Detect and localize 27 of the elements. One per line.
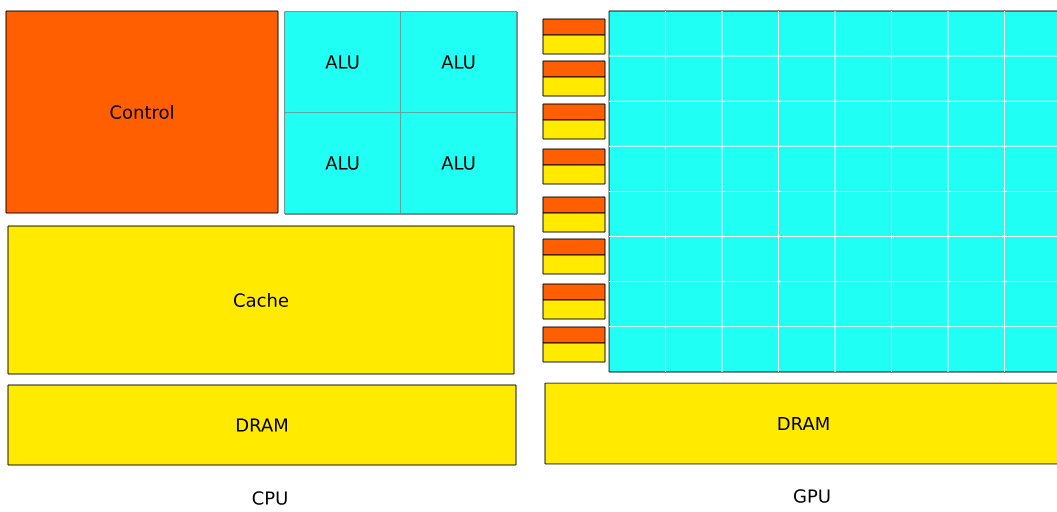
control-box: [542, 18, 606, 36]
control-box: [542, 283, 606, 301]
core-grid: [608, 10, 1057, 373]
control-box: Control: [5, 10, 279, 214]
control-box: [542, 196, 606, 214]
control-box: [542, 238, 606, 256]
cache-box: [542, 254, 606, 275]
alu-cell: ALU: [284, 112, 401, 214]
dram-box: DRAM: [544, 382, 1057, 465]
cache-box: [542, 342, 606, 363]
control-box: [542, 60, 606, 78]
caption-label: GPU: [794, 489, 830, 503]
cache-box: [542, 34, 606, 55]
control-box: [542, 326, 606, 344]
dram-box: DRAM: [7, 384, 517, 466]
cache-box: [542, 164, 606, 185]
alu-cell: ALU: [400, 112, 517, 214]
control-box: [542, 103, 606, 121]
alu-cell: ALU: [400, 11, 517, 113]
caption-label: CPU: [252, 491, 287, 505]
control-box: [542, 148, 606, 166]
cache-box: [542, 212, 606, 233]
cache-box: [542, 76, 606, 97]
alu-cell: ALU: [284, 11, 401, 113]
cache-box: [542, 119, 606, 140]
cache-box: Cache: [7, 225, 515, 375]
cache-box: [542, 299, 606, 320]
